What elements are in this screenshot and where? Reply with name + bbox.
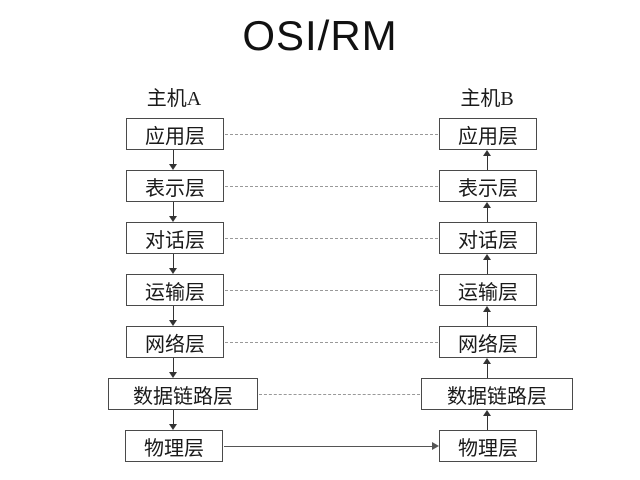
host-a-layer-application: 应用层 (126, 118, 224, 150)
down-arrow-icon (169, 268, 177, 274)
up-arrow-icon (483, 202, 491, 208)
host-b-layer-transport: 运输层 (439, 274, 537, 306)
down-arrow-icon (169, 216, 177, 222)
host-a-layer-transport: 运输层 (126, 274, 224, 306)
down-arrow-line (173, 306, 174, 320)
up-arrow-line (487, 208, 488, 222)
host-a-layer-network: 网络层 (126, 326, 224, 358)
host-b-layer-presentation: 表示层 (439, 170, 537, 202)
up-arrow-line (487, 364, 488, 378)
host-b-layer-application: 应用层 (439, 118, 537, 150)
up-arrow-icon (483, 150, 491, 156)
physical-link-line (224, 446, 432, 447)
up-arrow-line (487, 312, 488, 326)
up-arrow-line (487, 260, 488, 274)
host-b-layer-network: 网络层 (439, 326, 537, 358)
down-arrow-line (173, 150, 174, 164)
peer-link-presentation (225, 186, 438, 187)
host-a-layer-physical: 物理层 (125, 430, 223, 462)
peer-link-datalink (259, 394, 420, 395)
peer-link-application (225, 134, 438, 135)
host-b-layer-session: 对话层 (439, 222, 537, 254)
up-arrow-line (487, 156, 488, 170)
peer-link-network (225, 342, 438, 343)
down-arrow-line (173, 202, 174, 216)
up-arrow-icon (483, 306, 491, 312)
host-a-layer-presentation: 表示层 (126, 170, 224, 202)
host-a-layer-session: 对话层 (126, 222, 224, 254)
up-arrow-icon (483, 254, 491, 260)
up-arrow-line (487, 416, 488, 430)
peer-link-session (225, 238, 438, 239)
down-arrow-line (173, 254, 174, 268)
host-b-layer-datalink: 数据链路层 (421, 378, 573, 410)
up-arrow-icon (483, 358, 491, 364)
down-arrow-line (173, 358, 174, 372)
down-arrow-icon (169, 372, 177, 378)
host-b-label: 主机B (460, 88, 514, 110)
down-arrow-icon (169, 320, 177, 326)
host-a-layer-datalink: 数据链路层 (108, 378, 258, 410)
down-arrow-line (173, 410, 174, 424)
page-title: OSI/RM (242, 12, 398, 59)
peer-link-transport (225, 290, 438, 291)
down-arrow-icon (169, 424, 177, 430)
right-arrow-icon (432, 442, 439, 450)
host-b-layer-physical: 物理层 (439, 430, 537, 462)
down-arrow-icon (169, 164, 177, 170)
host-a-label: 主机A (146, 88, 202, 110)
up-arrow-icon (483, 410, 491, 416)
